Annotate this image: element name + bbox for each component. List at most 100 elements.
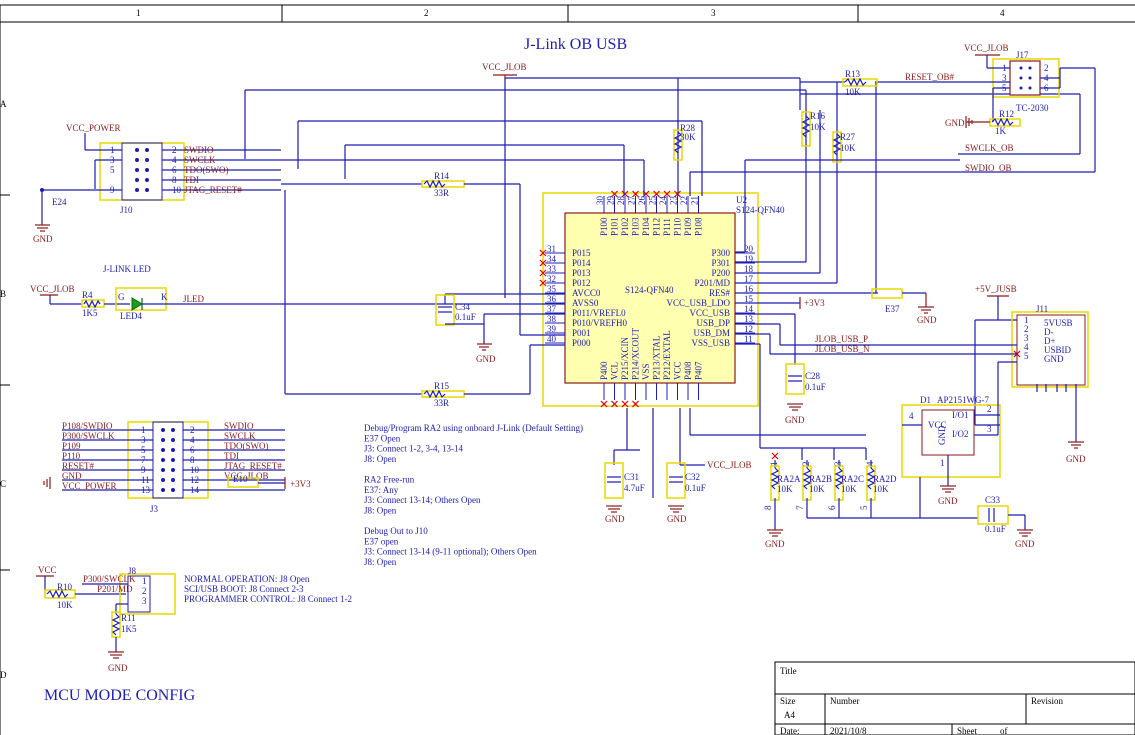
j11-pin-num: 4 bbox=[1024, 342, 1029, 352]
j8-net-2: P201/MD bbox=[97, 584, 133, 594]
c34-cap: C34 0.1uF GND bbox=[435, 293, 565, 364]
j3-left-net: GND bbox=[62, 471, 82, 481]
r15-value: 33R bbox=[434, 398, 449, 408]
c28-value: 0.1uF bbox=[805, 382, 826, 392]
u2-pin-name: P015 bbox=[572, 248, 591, 258]
j10-ref: J10 bbox=[120, 205, 133, 215]
c33-gnd-label: GND bbox=[1015, 539, 1035, 549]
u2-pin-num: 20 bbox=[744, 244, 754, 254]
d1-gnd-label: GND bbox=[938, 496, 958, 506]
ra2-pin: 7 bbox=[795, 505, 805, 510]
j17-pin-3: 3 bbox=[1002, 73, 1007, 83]
ra2-pin: 2 bbox=[801, 462, 811, 467]
j3-right-net: SWDIO bbox=[224, 421, 254, 431]
j8-connector: VCC R10 10K J8 1 2 3 P300/SWCLK P201/MD … bbox=[36, 565, 176, 673]
d1-io2: I/O2 bbox=[952, 429, 969, 439]
u2-center-label: S124-QFN40 bbox=[625, 285, 674, 295]
j10-signal: JTAG_RESET# bbox=[184, 185, 242, 195]
u2-pin-name: P011/VREFL0 bbox=[572, 308, 626, 318]
note-line: E37 Open bbox=[364, 433, 401, 443]
d1-pin-1: 1 bbox=[940, 458, 945, 468]
ra2-ref: RA2C bbox=[841, 474, 864, 484]
r4-value: 1K5 bbox=[82, 308, 98, 318]
tb-of-label: of bbox=[1000, 726, 1008, 735]
u2-pin-num: 38 bbox=[547, 314, 557, 324]
r14-value: 33R bbox=[434, 188, 449, 198]
j3-pin-num: 1 bbox=[141, 425, 146, 435]
r11-ref: R11 bbox=[121, 613, 136, 623]
u2-pin-name: P407 bbox=[694, 361, 704, 380]
r4-ref: R4 bbox=[82, 290, 93, 300]
j8-net-1: P300/SWCLK bbox=[83, 574, 136, 584]
r14-r15: R14 33R R15 33R bbox=[281, 171, 565, 408]
j3-right-net: TDO(SWO) bbox=[224, 441, 269, 451]
u2-pin-num: 26 bbox=[637, 196, 647, 206]
j11-pin-num: 3 bbox=[1024, 333, 1029, 343]
c31-gnd-label: GND bbox=[605, 514, 625, 524]
e37-label: E37 bbox=[885, 304, 900, 314]
j11-gnd-label: GND bbox=[1066, 454, 1086, 464]
j10-signal: SWDIO bbox=[184, 145, 214, 155]
j11-ref: J11 bbox=[1036, 304, 1048, 314]
u2-pin-name: P110 bbox=[673, 217, 683, 236]
u2-pin-name: P408 bbox=[683, 361, 693, 380]
u2-pin-name: P101 bbox=[610, 217, 620, 236]
config-notes: Debug/Program RA2 using onboard J-Link (… bbox=[364, 423, 583, 567]
u2-pin-name: P010/VREFH0 bbox=[572, 318, 628, 328]
u2-pin-name: VCC_USB_LDO bbox=[666, 298, 730, 308]
j17-part: TC-2030 bbox=[1016, 103, 1049, 113]
j3-left-net: P109 bbox=[62, 441, 81, 451]
u2-pin-name: VCL bbox=[610, 362, 620, 380]
usb-p-label: JLOB_USB_P bbox=[815, 334, 868, 344]
j3-pin-num: 13 bbox=[141, 485, 151, 495]
note-line: Debug Out to J10 bbox=[364, 526, 428, 536]
c32-ref: C32 bbox=[685, 472, 700, 482]
j3-left-net: P110 bbox=[62, 451, 81, 461]
j11-pin-label: 5VUSB bbox=[1044, 318, 1073, 328]
p3v3-label: +3V3 bbox=[804, 298, 825, 308]
u2-pin-num: 36 bbox=[547, 294, 557, 304]
r27-value: 10K bbox=[840, 143, 856, 153]
u2-pin-num: 32 bbox=[547, 274, 556, 284]
d1-part: AP2151WG-7 bbox=[937, 395, 989, 405]
j3-pin-num: 7 bbox=[141, 455, 146, 465]
u2-pin-num: 23 bbox=[669, 196, 679, 206]
tb-date-label: Date: bbox=[780, 726, 800, 735]
swclk-ob-label: SWCLK_OB bbox=[965, 143, 1014, 153]
u2-pin-num: 35 bbox=[547, 284, 557, 294]
grid-row-a: A bbox=[0, 99, 7, 109]
c28-gnd-label: GND bbox=[785, 415, 805, 425]
tb-revision-label: Revision bbox=[1031, 696, 1064, 706]
u2-pin-num: 39 bbox=[547, 324, 557, 334]
c32-vcc-label: VCC_JLOB bbox=[707, 460, 752, 470]
r13-value: 10K bbox=[845, 87, 861, 97]
u2-pin-name: P214/XCOUT bbox=[631, 327, 641, 380]
u2-pin-num: 40 bbox=[547, 334, 557, 344]
note-line: J3: Connect 1-2, 3-4, 13-14 bbox=[364, 444, 463, 454]
u2-pin-num: 17 bbox=[744, 274, 754, 284]
u2-pin-name: P200 bbox=[711, 268, 730, 278]
j11-pin-label: USBID bbox=[1044, 345, 1072, 355]
ra2-pin: 5 bbox=[859, 505, 869, 510]
u2-pin-name: P000 bbox=[572, 338, 591, 348]
r15-ref: R15 bbox=[434, 381, 450, 391]
j3-pin-num: 10 bbox=[190, 465, 200, 475]
led4-ref: LED4 bbox=[120, 311, 142, 321]
led-cathode-label: K bbox=[161, 292, 168, 302]
ra2-ref: RA2B bbox=[809, 474, 832, 484]
c34-ref: C34 bbox=[455, 302, 471, 312]
swdio-ob-label: SWDIO_OB bbox=[965, 163, 1012, 173]
note-line: Debug/Program RA2 using onboard J-Link (… bbox=[364, 423, 583, 433]
grid-col-1: 1 bbox=[136, 8, 141, 18]
j8-pin-3: 3 bbox=[142, 596, 147, 606]
j3-pin-num: 3 bbox=[141, 435, 146, 445]
u2-pin-num: 27 bbox=[627, 196, 637, 206]
j3-pin-num: 12 bbox=[190, 475, 199, 485]
ra2-pin: 8 bbox=[763, 505, 773, 510]
tb-title-label: Title bbox=[780, 666, 797, 676]
u2-pin-num: 25 bbox=[648, 196, 658, 206]
d1-pin-2: 2 bbox=[987, 404, 992, 414]
